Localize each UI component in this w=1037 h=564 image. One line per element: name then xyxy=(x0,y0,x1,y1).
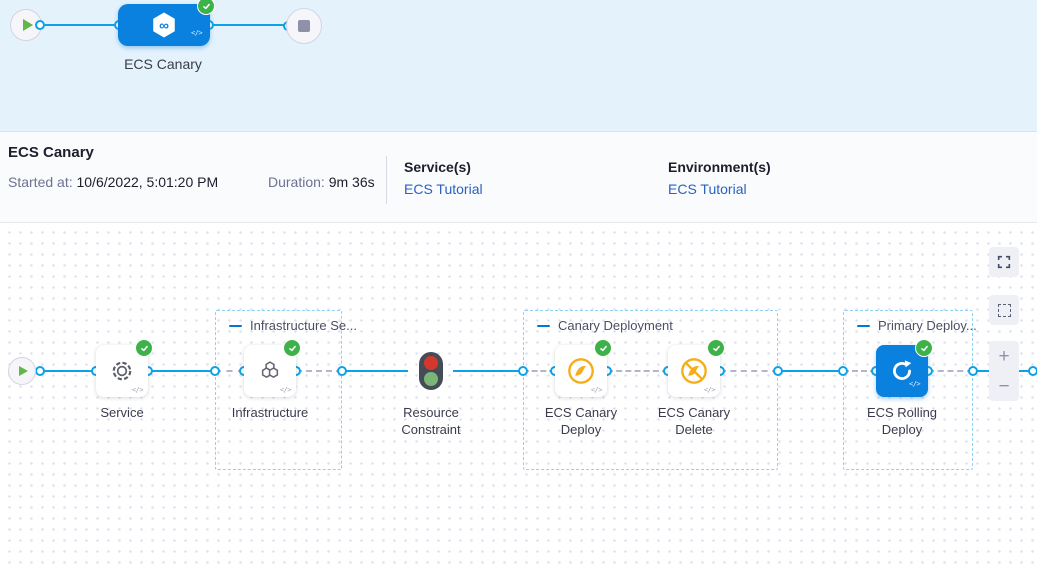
connector-point xyxy=(210,366,220,376)
step-ecs-canary-delete[interactable]: </> xyxy=(668,339,725,397)
play-icon xyxy=(19,366,28,376)
wire-dashed xyxy=(720,370,778,372)
success-check-icon xyxy=(707,339,725,357)
step-label: Resource Constraint xyxy=(401,405,461,437)
connector-point xyxy=(337,366,347,376)
step-infrastructure[interactable]: </> xyxy=(244,339,301,397)
zoom-controls: + − xyxy=(989,341,1019,401)
group-primary-deployment xyxy=(843,310,973,470)
stage-graph-canvas xyxy=(0,223,1037,564)
wire-dashed xyxy=(607,370,668,372)
pipeline-end-node xyxy=(286,8,322,44)
wire xyxy=(453,370,523,372)
wire-dashed xyxy=(215,370,244,372)
hexagon-infinity-icon: ∞ xyxy=(153,12,175,38)
traffic-light-green xyxy=(424,372,438,386)
circular-arrow-icon xyxy=(893,360,912,380)
wire xyxy=(45,24,119,26)
group-title: Primary Deploy... xyxy=(878,318,977,333)
group-canary-deployment xyxy=(523,310,778,470)
environments-label: Environment(s) xyxy=(668,159,771,175)
wire xyxy=(40,370,96,372)
wire xyxy=(778,370,843,372)
execution-info-bar xyxy=(0,131,1037,223)
svg-text:∞: ∞ xyxy=(159,18,169,33)
fullscreen-icon xyxy=(997,255,1011,269)
code-icon: </> xyxy=(131,386,144,394)
connector-point xyxy=(1028,366,1037,376)
mini-pipeline-band: ∞ </> ECS Canary xyxy=(0,0,1037,131)
step-ecs-rolling-deploy[interactable]: </> xyxy=(876,339,933,397)
zoom-in-button[interactable]: + xyxy=(998,345,1010,367)
step-label: ECS Rolling Deploy xyxy=(866,405,938,437)
connector-point xyxy=(35,366,45,376)
group-infrastructure-section xyxy=(215,310,342,470)
services-link[interactable]: ECS Tutorial xyxy=(404,181,483,197)
collapse-icon[interactable] xyxy=(857,324,870,327)
pipeline-node-label: ECS Canary xyxy=(124,56,202,72)
wire xyxy=(148,370,215,372)
connector-point xyxy=(838,366,848,376)
step-label: ECS Canary Deploy xyxy=(544,405,618,437)
graph-start-node xyxy=(8,357,36,385)
success-check-icon xyxy=(915,339,933,357)
started-at-value: 10/6/2022, 5:01:20 PM xyxy=(76,174,219,190)
success-check-icon xyxy=(594,339,612,357)
group-header-primary: Primary Deploy... xyxy=(857,318,977,333)
marquee-icon xyxy=(997,303,1011,317)
fullscreen-button[interactable] xyxy=(989,247,1019,277)
success-check-icon xyxy=(283,339,301,357)
code-icon: </> xyxy=(279,386,292,394)
canary-bird-slash-icon xyxy=(681,358,707,384)
services-label: Service(s) xyxy=(404,159,471,175)
services-block: Service(s) ECS Tutorial xyxy=(404,159,483,197)
wire-dashed xyxy=(296,370,342,372)
selection-mode-button[interactable] xyxy=(989,295,1019,325)
environments-link[interactable]: ECS Tutorial xyxy=(668,181,747,197)
code-icon: </> xyxy=(590,386,603,394)
wire xyxy=(345,370,408,372)
duration-label: Duration: xyxy=(268,174,325,190)
group-header-infrastructure: Infrastructure Se... xyxy=(229,318,357,333)
step-label: ECS Canary Delete xyxy=(657,405,731,437)
environments-block: Environment(s) ECS Tutorial xyxy=(668,159,771,197)
step-label: Infrastructure xyxy=(231,405,309,420)
connector-point xyxy=(968,366,978,376)
collapse-icon[interactable] xyxy=(229,324,242,327)
step-resource-constraint[interactable] xyxy=(419,352,443,390)
gear-icon xyxy=(112,361,132,381)
wire-dashed xyxy=(523,370,555,372)
step-label: Service xyxy=(100,405,144,420)
connector-point xyxy=(35,20,45,30)
wire xyxy=(209,24,288,26)
success-check-icon xyxy=(197,0,215,15)
duration-value: 9m 36s xyxy=(328,174,375,190)
pipeline-node-ecs-canary[interactable]: ∞ </> xyxy=(118,0,215,46)
step-service[interactable]: </> xyxy=(96,339,153,397)
zoom-out-button[interactable]: − xyxy=(998,375,1010,397)
code-icon: </> xyxy=(909,380,921,388)
canary-bird-icon xyxy=(568,358,594,384)
divider xyxy=(386,156,387,204)
hexagons-cluster-icon xyxy=(261,361,279,379)
wire-dashed xyxy=(843,370,876,372)
code-icon: </> xyxy=(191,29,203,37)
traffic-light-red xyxy=(424,356,438,370)
collapse-icon[interactable] xyxy=(537,324,550,327)
stop-icon xyxy=(298,20,310,32)
connector-point xyxy=(773,366,783,376)
group-header-canary: Canary Deployment xyxy=(537,318,673,333)
play-icon xyxy=(22,19,33,31)
group-title: Infrastructure Se... xyxy=(250,318,357,333)
code-icon: </> xyxy=(703,386,716,394)
step-ecs-canary-deploy[interactable]: </> xyxy=(555,339,612,397)
wire-dashed xyxy=(928,370,973,372)
group-title: Canary Deployment xyxy=(558,318,673,333)
connector-point xyxy=(518,366,528,376)
duration: Duration: 9m 36s xyxy=(268,174,375,190)
success-check-icon xyxy=(135,339,153,357)
started-at: Started at: 10/6/2022, 5:01:20 PM xyxy=(8,174,218,190)
started-at-label: Started at: xyxy=(8,174,73,190)
execution-title: ECS Canary xyxy=(8,144,94,161)
